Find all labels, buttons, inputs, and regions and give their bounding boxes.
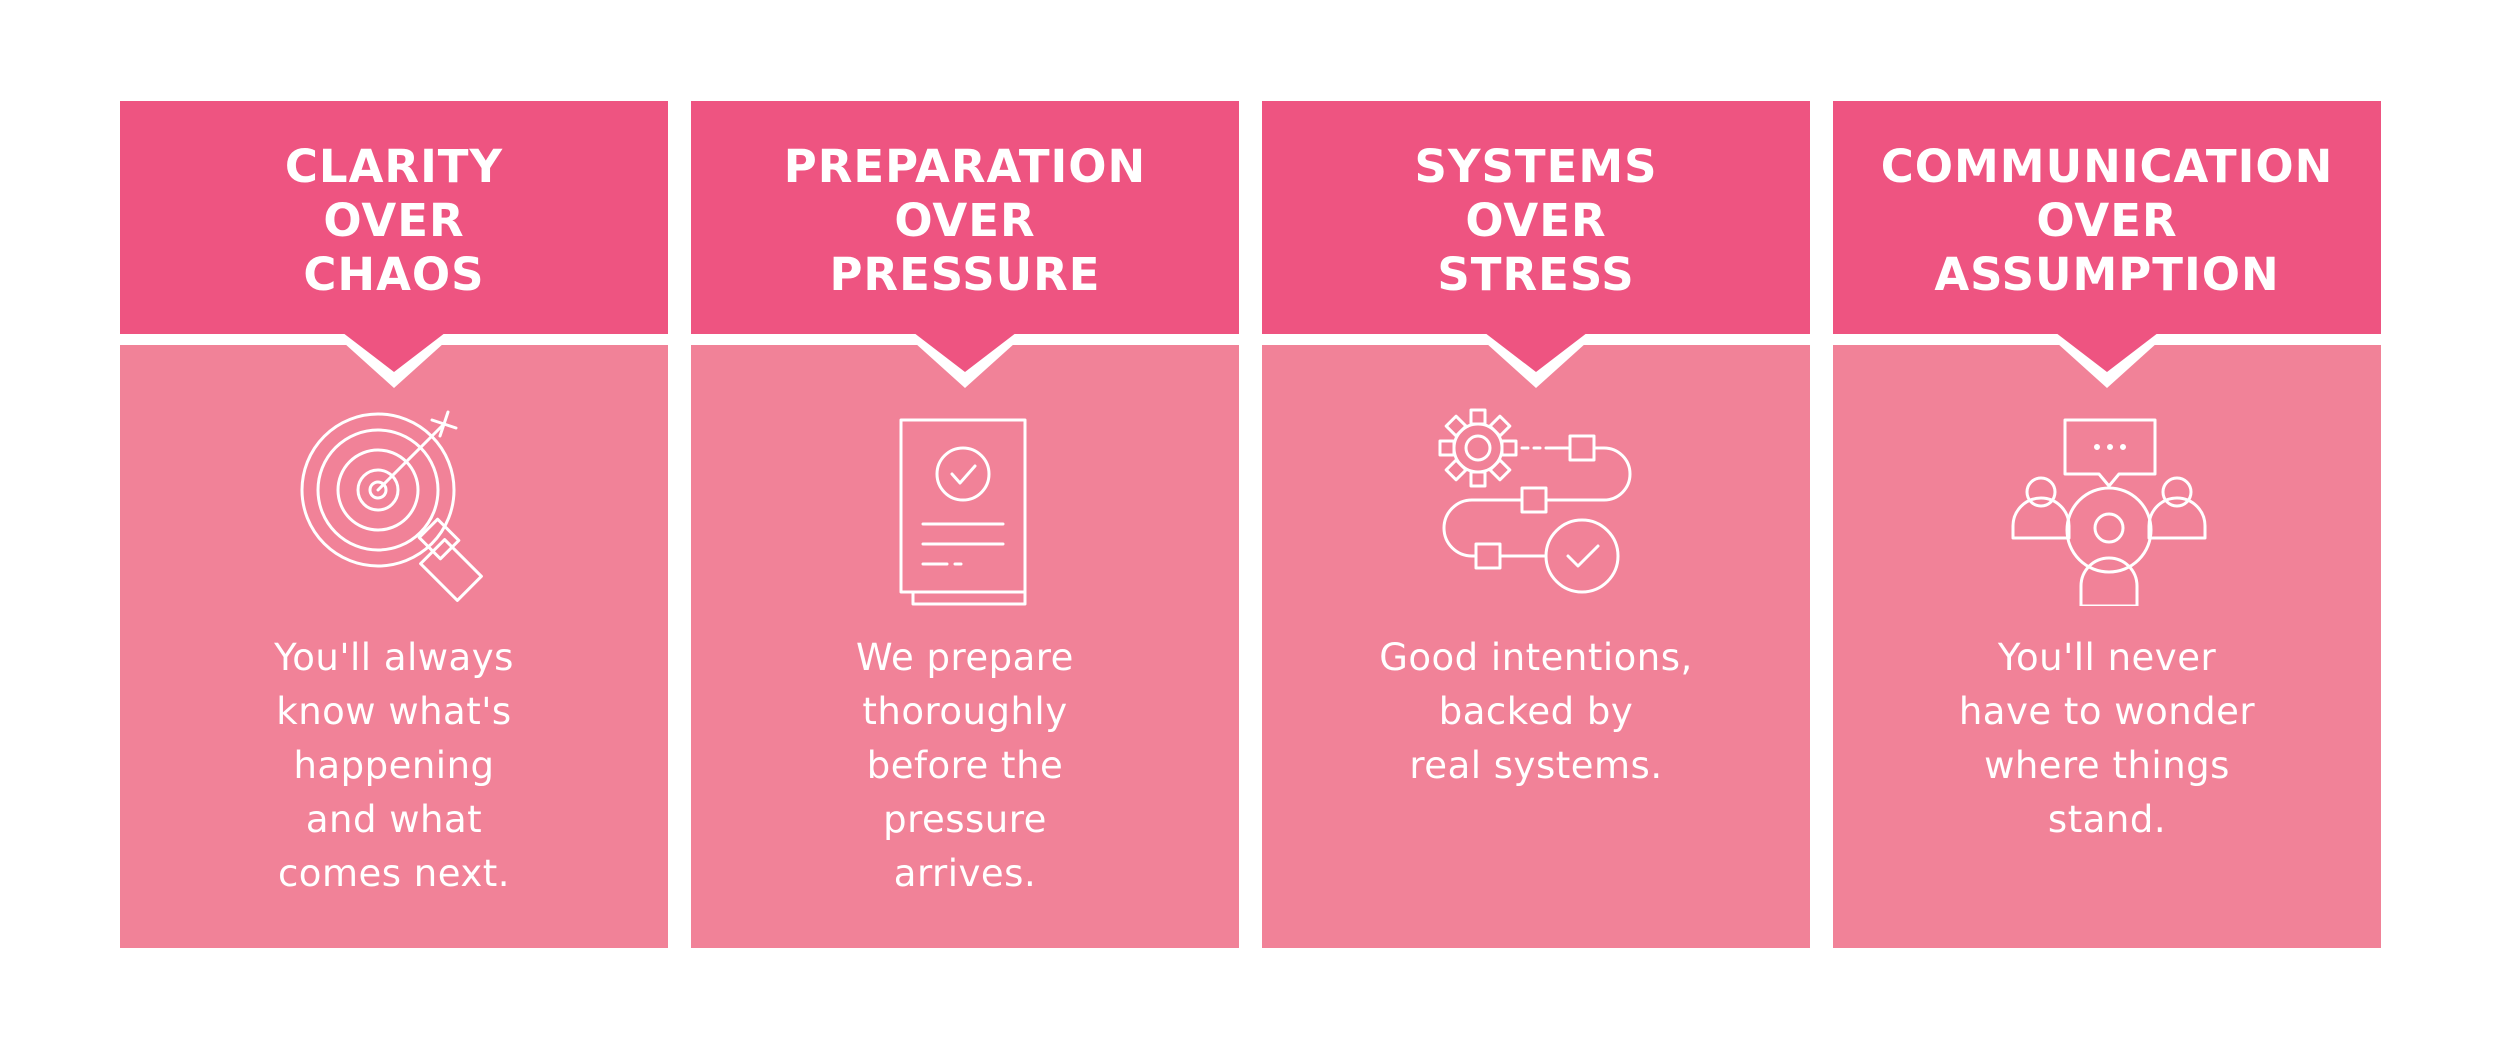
card-body: [1262, 345, 1810, 948]
card-header: CLARITY OVER CHAOS: [120, 101, 668, 334]
value-card-systems: SYSTEMS OVER STRESS: [1262, 101, 1810, 948]
team-chat-icon: [2007, 406, 2207, 606]
card-title-line: OVER: [894, 193, 1036, 247]
card-desc-line: backed by: [1438, 690, 1634, 733]
card-title-line: COMMUNICATION: [1880, 139, 2334, 193]
card-description: Good intentions, backed by real systems.: [1292, 631, 1780, 793]
document-check-icon: [865, 406, 1065, 606]
card-title-line: OVER: [323, 193, 465, 247]
target-magnifier-icon: [294, 406, 494, 606]
card-desc-line: pressure: [883, 798, 1047, 841]
pointer-notch: [334, 326, 454, 388]
card-title-line: PREPARATION: [783, 139, 1147, 193]
value-card-preparation: PREPARATION OVER PRESSURE We prepare tho…: [691, 101, 1239, 948]
card-title-line: STRESS: [1437, 247, 1635, 301]
card-description: You'll always know what's happening and …: [150, 631, 638, 901]
card-title-line: PRESSURE: [829, 247, 1101, 301]
card-desc-line: before the: [866, 744, 1064, 787]
card-header: SYSTEMS OVER STRESS: [1262, 101, 1810, 334]
card-desc-line: and what: [305, 798, 483, 841]
card-body: [1833, 345, 2381, 948]
card-desc-line: You'll always: [274, 636, 514, 679]
card-desc-line: thoroughly: [862, 690, 1068, 733]
card-description: We prepare thoroughly before the pressur…: [721, 631, 1209, 901]
value-card-communication: COMMUNICATION OVER ASSUMPTION You'll nev…: [1833, 101, 2381, 948]
card-desc-line: have to wonder: [1958, 690, 2256, 733]
card-title-line: SYSTEMS: [1414, 139, 1658, 193]
card-desc-line: arrives.: [893, 852, 1037, 895]
card-desc-line: You'll never: [1997, 636, 2217, 679]
card-body: [120, 345, 668, 948]
card-title-line: CLARITY: [284, 139, 504, 193]
card-desc-line: happening: [293, 744, 495, 787]
card-desc-line: comes next.: [277, 852, 511, 895]
card-desc-line: We prepare: [856, 636, 1074, 679]
card-desc-line: where things: [1984, 744, 2230, 787]
card-title-line: OVER: [1465, 193, 1607, 247]
pointer-notch: [1476, 326, 1596, 388]
card-desc-line: real systems.: [1409, 744, 1663, 787]
card-header: COMMUNICATION OVER ASSUMPTION: [1833, 101, 2381, 334]
card-title-line: ASSUMPTION: [1934, 247, 2280, 301]
card-desc-line: know what's: [276, 690, 512, 733]
pointer-notch: [2047, 326, 2167, 388]
card-desc-line: stand.: [2047, 798, 2167, 841]
gear-workflow-icon: [1436, 406, 1636, 606]
card-description: You'll never have to wonder where things…: [1863, 631, 2351, 847]
card-header: PREPARATION OVER PRESSURE: [691, 101, 1239, 334]
value-card-clarity: CLARITY OVER CHAOS You'll always know wh…: [120, 101, 668, 948]
card-desc-line: Good intentions,: [1379, 636, 1693, 679]
pointer-notch: [905, 326, 1025, 388]
card-title-line: OVER: [2036, 193, 2178, 247]
card-title-line: CHAOS: [303, 247, 485, 301]
